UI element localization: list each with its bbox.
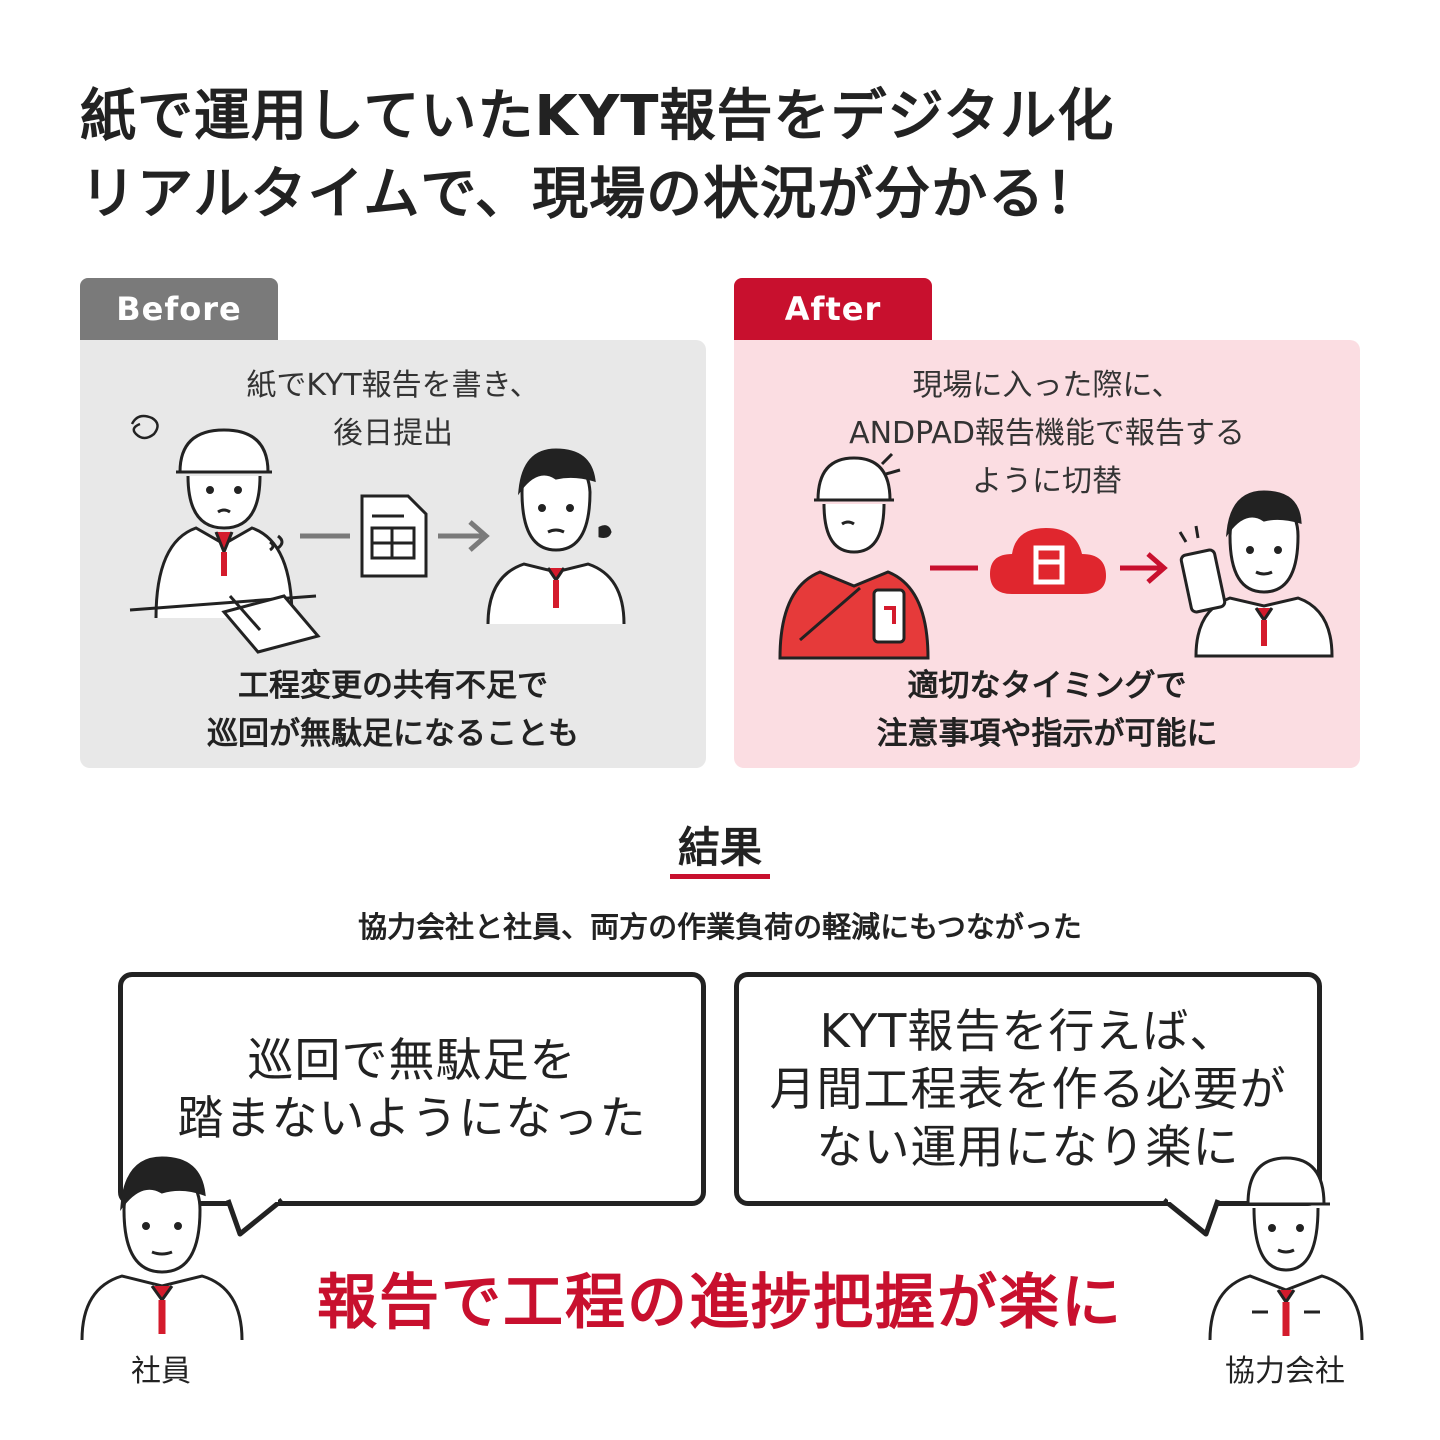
before-illustration [129,414,626,654]
title-line-1: 紙で運用していたKYT報告をデジタル化 [80,84,1115,149]
after-illustration [778,452,1334,660]
speech-bubble-employee: 巡回で無駄足を 踏まないようになった [118,972,706,1206]
after-result-line-1: 適切なタイミングで [907,668,1187,704]
employee-avatar-icon [80,1156,244,1341]
speech-bubble-partner: KYT報告を行えば、 月間工程表を作る必要が ない運用になり楽に [734,972,1322,1206]
conclusion-text: 報告で工程の進捗把握が楽に [317,1268,1123,1338]
result-heading: 結果 [677,823,762,872]
bubble-tail-right [1162,1198,1220,1237]
paper-form-icon [221,594,321,654]
after-caption: 現場に入った際に、 ANDPAD報告機能で報告する ように切替 [734,362,1360,506]
bubble-partner-line-3: ない運用になり楽に [816,1120,1240,1174]
after-result: 適切なタイミングで 注意事項や指示が可能に [734,662,1360,758]
after-caption-line-3: ように切替 [972,464,1122,499]
title-line-2: リアルタイムで、現場の状況が分かる！ [80,162,1103,227]
employee-worried-icon [486,448,626,625]
partner-avatar-icon [1208,1156,1364,1341]
after-result-line-2: 注意事項や指示が可能に [876,716,1218,752]
employee-phone-icon [1178,490,1334,658]
before-caption-line-1: 紙でKYT報告を書き、 [246,368,540,403]
result-subtitle: 協力会社と社員、両方の作業負荷の軽減にもつながった [358,910,1082,944]
document-icon [360,494,428,578]
bubble-employee-line-2: 踏まないようになった [177,1091,647,1145]
after-caption-line-1: 現場に入った際に、 [912,368,1182,403]
andpad-cloud-icon [990,528,1106,594]
before-caption: 紙でKYT報告を書き、 後日提出 [80,362,706,458]
employee-label: 社員 [131,1354,191,1389]
before-result: 工程変更の共有不足で 巡回が無駄足になることも [80,662,706,758]
bubble-partner-line-2: 月間工程表を作る必要が [769,1062,1287,1116]
before-result-line-1: 工程変更の共有不足で [238,668,548,704]
before-tab: Before [80,278,278,340]
before-result-line-2: 巡回が無駄足になることも [207,716,579,752]
bubble-partner-line-1: KYT報告を行えば、 [819,1004,1237,1058]
arrow-right-icon [438,520,490,552]
worry-scribble-icon [130,414,159,440]
after-caption-line-2: ANDPAD報告機能で報告する [849,416,1245,451]
arrow-right-icon [1120,552,1168,584]
partner-label: 協力会社 [1225,1354,1345,1389]
worker-phone-icon [778,452,930,660]
after-tab: After [734,278,932,340]
bubble-employee-line-1: 巡回で無駄足を [247,1033,577,1087]
page-title: 紙で運用していたKYT報告をデジタル化 リアルタイムで、現場の状況が分かる！ [80,78,1380,234]
bubble-tail-left [226,1198,284,1237]
worker-writing-icon [154,428,294,619]
result-underline [670,874,770,879]
before-caption-line-2: 後日提出 [333,416,453,451]
